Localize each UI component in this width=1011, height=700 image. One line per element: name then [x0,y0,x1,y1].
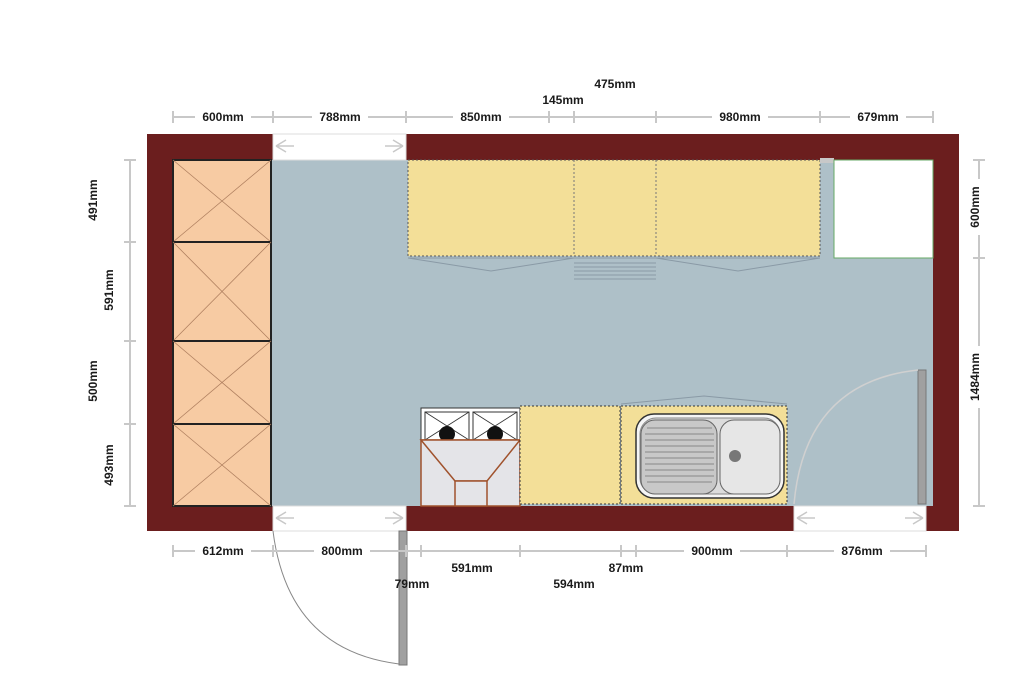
dim-bottom-7: 900mm [691,544,732,558]
wall-left [147,134,173,531]
top-counter[interactable] [407,158,834,280]
dim-top-1: 600mm [202,110,243,124]
dim-bottom-1: 612mm [202,544,243,558]
bottom-counter[interactable] [519,405,621,505]
dim-top-2: 788mm [319,110,360,124]
dim-left-3: 500mm [86,360,100,401]
dim-bottom-5: 594mm [553,577,594,591]
dim-bottom-2: 800mm [321,544,362,558]
wall-bottom-right [926,506,959,531]
opening-arrow-icon [275,139,924,525]
dim-bottom-6: 87mm [609,561,644,575]
dim-left-2: 591mm [102,269,116,310]
wall-bottom-middle [406,506,794,531]
tall-cabinet-icon[interactable] [172,340,272,425]
dim-bottom-3: 591mm [451,561,492,575]
dim-right-1: 600mm [968,186,982,227]
sink-icon[interactable] [635,413,785,499]
dim-right-2: 1484mm [968,353,982,401]
door-swing-icon[interactable] [272,530,408,666]
fridge-icon[interactable] [833,159,934,259]
hood-vent-icon [574,262,656,280]
dimension-labels: 600mm 788mm 850mm 145mm 475mm 980mm 679m… [86,77,987,591]
cooktop-icon[interactable] [419,407,522,507]
dim-top-7: 679mm [857,110,898,124]
tall-cabinet-icon[interactable] [172,241,272,342]
wall-bottom-left [147,506,273,531]
tall-cabinets[interactable] [172,159,272,507]
openings [272,133,927,532]
opening-top [272,133,407,161]
wall-right [933,134,959,531]
dim-top-3: 850mm [460,110,501,124]
door-swing-icon[interactable] [793,369,927,505]
dim-top-6: 980mm [719,110,760,124]
wall-top-right [406,134,959,160]
dim-left-4: 493mm [102,444,116,485]
opening-bottom-right [793,505,927,532]
dim-left-1: 491mm [86,179,100,220]
tall-cabinet-icon[interactable] [172,159,272,243]
dim-top-5: 475mm [594,77,635,91]
opening-bottom-left [272,505,407,532]
dim-top-4: 145mm [542,93,583,107]
dim-bottom-8: 876mm [841,544,882,558]
walls [147,134,959,531]
tall-cabinet-icon[interactable] [172,423,272,507]
dim-bottom-4: 79mm [395,577,430,591]
